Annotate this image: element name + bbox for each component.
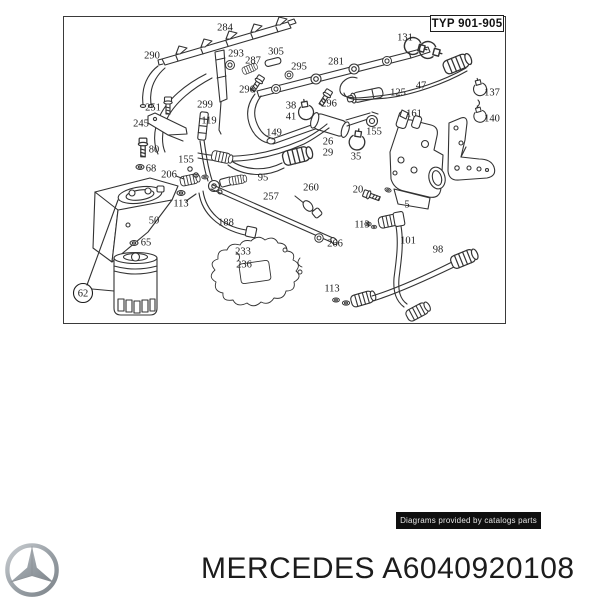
- part-label-281: 281: [328, 56, 344, 67]
- part-label-101: 101: [400, 235, 416, 246]
- washer-68: [135, 164, 145, 170]
- part-label-260: 260: [303, 182, 319, 193]
- part-label-38: 38: [286, 100, 297, 111]
- bracket-245: [147, 112, 188, 142]
- part-label-295: 295: [291, 61, 307, 72]
- part-label-20: 20: [353, 184, 364, 195]
- injection-pump: [365, 109, 446, 210]
- mercedes-star-icon: [5, 543, 59, 597]
- part-label-296: 296: [239, 84, 255, 95]
- part-label-266: 266: [327, 238, 343, 249]
- filter-head-50: [92, 177, 179, 263]
- hose-290: [139, 65, 166, 108]
- part-label-113: 113: [354, 219, 369, 230]
- valve-260: [294, 195, 323, 219]
- part-label-95: 95: [258, 172, 269, 183]
- ring-293: [225, 60, 235, 70]
- part-label-47: 47: [416, 80, 427, 91]
- type-designation-label: TYP 901-905: [431, 17, 503, 30]
- bolt-80: [137, 137, 149, 158]
- ring-266: [314, 233, 324, 243]
- hose-47: [339, 67, 467, 99]
- injector-299: [214, 49, 228, 135]
- part-label-50: 50: [149, 215, 160, 226]
- part-label-68: 68: [146, 163, 157, 174]
- part-label-245: 245: [133, 118, 149, 129]
- engine-outline: [210, 236, 303, 307]
- part-label-284: 284: [217, 22, 234, 33]
- provider-badge-text: Diagrams provided by catalogs parts: [400, 516, 537, 525]
- part-label-188: 188: [218, 217, 234, 228]
- part-label-149: 149: [266, 127, 282, 138]
- part-label-41: 41: [286, 111, 297, 122]
- fuel-rail-284: [157, 16, 297, 66]
- part-label-137: 137: [484, 87, 500, 98]
- pipe-101: [393, 225, 405, 308]
- provider-badge: Diagrams provided by catalogs parts: [396, 512, 541, 529]
- washer-65: [129, 240, 139, 246]
- line-95: [229, 159, 283, 170]
- fuel-filter-62: [113, 251, 158, 316]
- part-label-155: 155: [366, 126, 382, 137]
- part-label-119: 119: [201, 115, 216, 126]
- part-label-161: 161: [406, 108, 422, 119]
- part-label-236: 236: [236, 259, 252, 270]
- part-label-296: 296: [321, 98, 337, 109]
- clamp-35: [347, 127, 368, 152]
- part-label-80: 80: [149, 144, 160, 155]
- hose-188: [202, 190, 247, 231]
- part-label-287: 287: [245, 55, 261, 66]
- part-label-293: 293: [228, 48, 244, 59]
- part-label-98: 98: [433, 244, 444, 255]
- parts-diagram-art: [86, 16, 496, 324]
- sleeve-305: [264, 57, 282, 67]
- part-label-26: 26: [323, 136, 334, 147]
- callout-circle: [72, 282, 94, 304]
- part-label-251: 251: [145, 102, 161, 113]
- hose-98: [371, 261, 453, 297]
- part-label-65: 65: [141, 237, 152, 248]
- type-designation-box: TYP 901-905: [430, 15, 504, 32]
- part-label-29: 29: [323, 147, 334, 158]
- part-label-206: 206: [161, 169, 177, 180]
- washer-113-bottom: [332, 297, 340, 303]
- part-number-title: MERCEDES A6040920108: [201, 552, 575, 585]
- part-label-155: 155: [178, 154, 194, 165]
- line-257: [212, 184, 334, 239]
- part-label-35: 35: [351, 151, 362, 162]
- part-label-299: 299: [197, 99, 213, 110]
- part-label-305: 305: [268, 46, 284, 57]
- sleeve-26-29: [310, 112, 350, 138]
- washer-113a: [176, 190, 186, 196]
- part-label-113: 113: [324, 283, 339, 294]
- part-label-113: 113: [173, 198, 188, 209]
- part-label-125: 125: [390, 87, 406, 98]
- mount-bracket: [447, 117, 496, 181]
- part-label-290: 290: [144, 50, 160, 61]
- part-label-5: 5: [404, 199, 409, 210]
- part-label-62: 62: [78, 288, 89, 299]
- part-label-257: 257: [263, 191, 279, 202]
- part-label-140: 140: [484, 113, 500, 124]
- part-label-131: 131: [397, 32, 413, 43]
- tube-119: [197, 111, 209, 141]
- part-label-233: 233: [235, 246, 251, 257]
- bolt-20: [361, 188, 382, 204]
